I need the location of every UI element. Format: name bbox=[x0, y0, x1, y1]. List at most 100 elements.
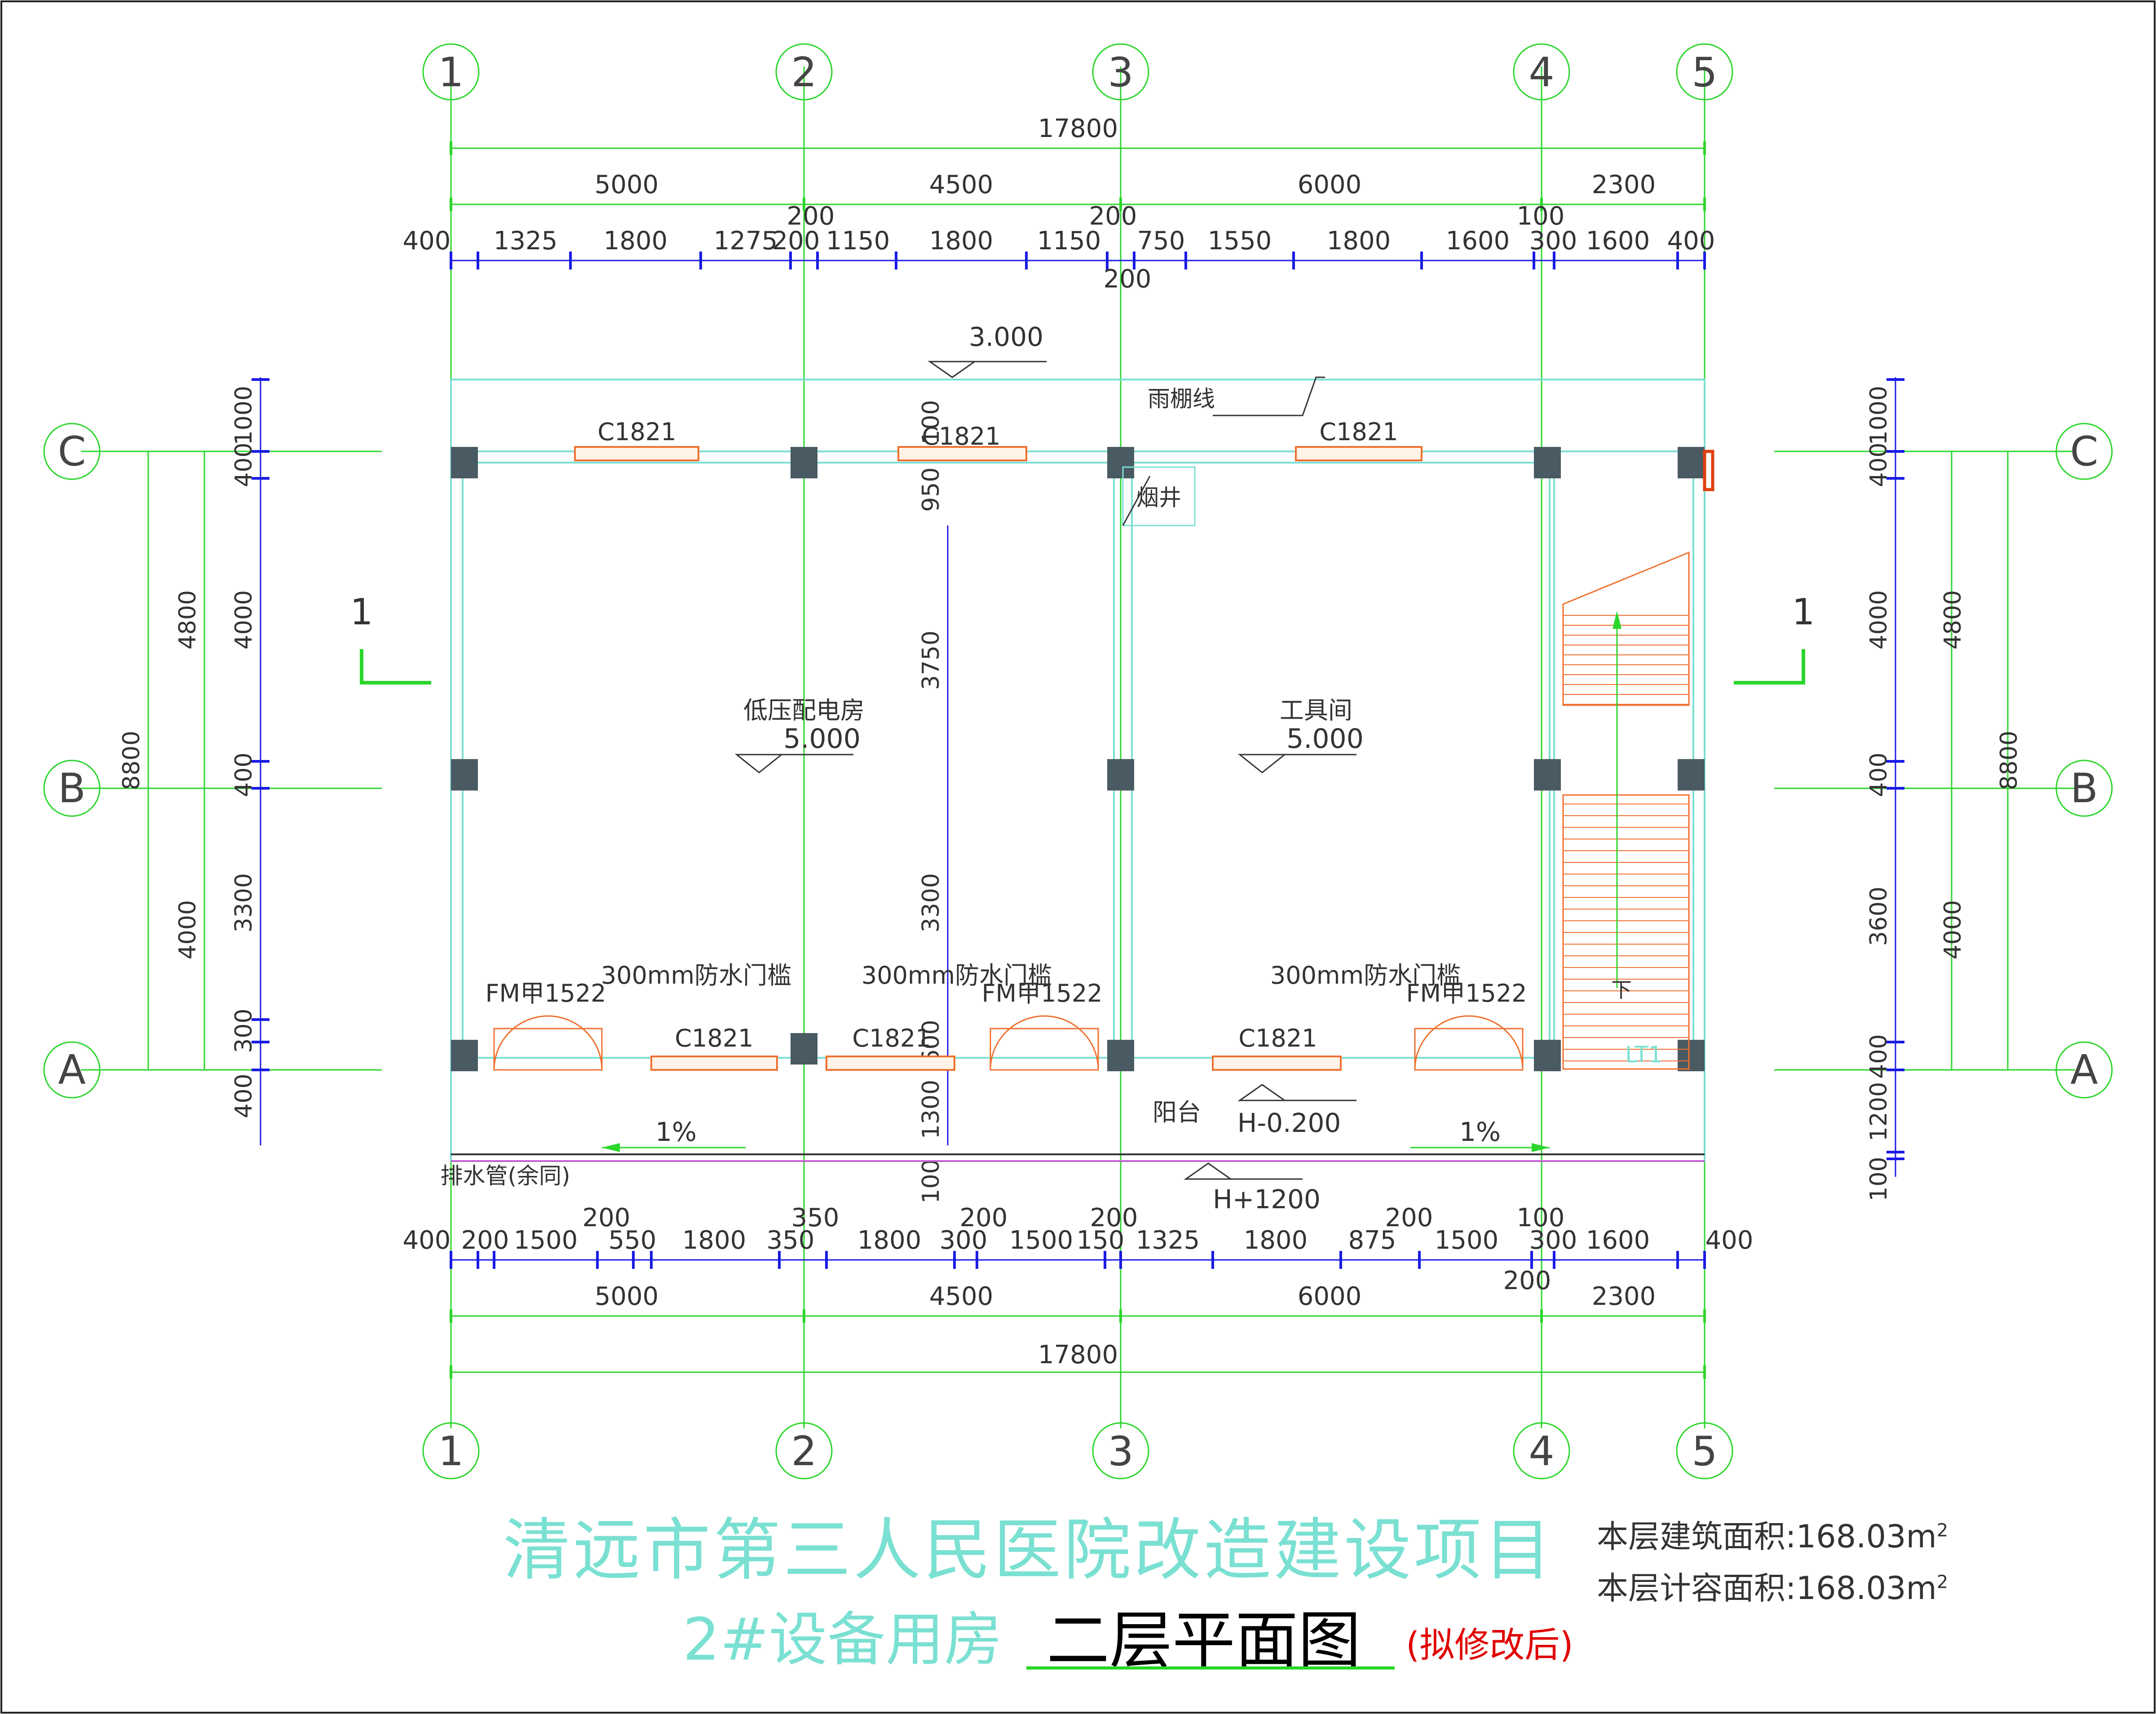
dim-overall-top: 17800 bbox=[1038, 114, 1118, 143]
dim-mid-d6: 1300 bbox=[918, 1080, 945, 1139]
dim-bot-x2: 350 bbox=[791, 1203, 839, 1232]
dim-left-bay-1: 4800 bbox=[174, 590, 201, 649]
dim-right-d6: 400 bbox=[1865, 1034, 1892, 1078]
dim-bot-d11: 1325 bbox=[1136, 1226, 1200, 1255]
dim-right-d1: 400 bbox=[1865, 442, 1892, 487]
dim-bot-d14: 1500 bbox=[1435, 1226, 1499, 1255]
threshold-label: 300mm防水门槛 bbox=[601, 961, 791, 990]
slope-arrow-icon bbox=[602, 1143, 620, 1152]
dim-top-x1: 200 bbox=[787, 202, 835, 231]
dim-top-d7: 1800 bbox=[929, 226, 994, 256]
dim-bot-d3: 1500 bbox=[514, 1226, 578, 1255]
dim-bot-d9: 1500 bbox=[1009, 1226, 1074, 1255]
dimension-ticks bbox=[252, 252, 1904, 1269]
main-dimension-ticks bbox=[450, 141, 1706, 1379]
dim-left-d2: 1000 bbox=[230, 386, 257, 445]
room-label-right: 工具间 bbox=[1280, 696, 1352, 724]
dim-bot-d4: 550 bbox=[609, 1226, 657, 1255]
threshold-label: 300mm防水门槛 bbox=[862, 961, 1052, 990]
plot-area-label: 本层计容面积: bbox=[1597, 1570, 1796, 1607]
detail-dimension-lines bbox=[260, 260, 1896, 1261]
axis-label-5-top: 5 bbox=[1692, 49, 1717, 96]
axis-label-A-left: A bbox=[58, 1047, 86, 1094]
axis-label-4-top: 4 bbox=[1529, 49, 1554, 96]
dim-top-d12: 1600 bbox=[1446, 226, 1510, 256]
axis-label-1-bottom: 1 bbox=[438, 1428, 464, 1475]
slope-right: 1% bbox=[1459, 1117, 1501, 1147]
dim-top-d10: 1550 bbox=[1208, 226, 1272, 256]
balcony-level: H-0.200 bbox=[1237, 1108, 1341, 1138]
dim-bay-top-3: 6000 bbox=[1298, 170, 1362, 199]
axis-label-A-right: A bbox=[2070, 1047, 2098, 1094]
dim-top-d8: 1150 bbox=[1037, 226, 1101, 256]
dim-bot-d7: 1800 bbox=[857, 1226, 922, 1255]
dim-bot-x1: 200 bbox=[583, 1203, 631, 1232]
canopy-line-label: 雨棚线 bbox=[1148, 386, 1215, 412]
doors bbox=[493, 1015, 1524, 1071]
dim-bay-bot-4: 2300 bbox=[1592, 1282, 1656, 1311]
building-area-label: 本层建筑面积: bbox=[1597, 1518, 1796, 1555]
dim-top-x2: 200 bbox=[1089, 202, 1137, 231]
window-label: C1821 bbox=[1238, 1024, 1317, 1052]
title-underline bbox=[1026, 1666, 1395, 1670]
door-label: FM甲1522 bbox=[1406, 979, 1527, 1007]
dim-bot-x4: 200 bbox=[1090, 1203, 1138, 1232]
canopy-level: 3.000 bbox=[969, 322, 1043, 352]
area-unit-sup: 2 bbox=[1936, 1572, 1948, 1593]
dim-bot-d12: 1800 bbox=[1244, 1226, 1308, 1255]
revision-note: (拟修改后) bbox=[1406, 1625, 1573, 1665]
dim-bot-x7: 200 bbox=[1503, 1266, 1551, 1295]
axis-label-2-bottom: 2 bbox=[791, 1428, 817, 1475]
dim-bot-d8: 300 bbox=[940, 1226, 988, 1255]
door-label: FM甲1522 bbox=[981, 979, 1102, 1007]
dim-top-d2: 1325 bbox=[494, 226, 558, 256]
dim-right-bay-1: 4800 bbox=[1940, 590, 1966, 649]
dim-top-d11: 1800 bbox=[1327, 226, 1391, 256]
section-label-left: 1 bbox=[350, 591, 373, 633]
dim-bay-bot-1: 5000 bbox=[595, 1282, 659, 1311]
window-label: C1821 bbox=[852, 1024, 931, 1052]
dim-top-d3: 1800 bbox=[604, 226, 668, 256]
room-level-right: 5.000 bbox=[1286, 723, 1364, 755]
chimney-shaft bbox=[1122, 466, 1196, 526]
dim-right-d2: 1000 bbox=[1865, 386, 1892, 445]
section-label-right: 1 bbox=[1792, 591, 1815, 633]
dim-bot-d5: 1800 bbox=[682, 1226, 747, 1255]
axis-label-4-bottom: 4 bbox=[1529, 1428, 1554, 1475]
window-label: C1821 bbox=[675, 1024, 753, 1052]
dim-top-d5: 200 bbox=[772, 226, 820, 256]
dim-left-d6: 300 bbox=[230, 1008, 257, 1053]
dim-left-d5: 3300 bbox=[230, 873, 257, 932]
dim-right-d5: 3600 bbox=[1865, 887, 1892, 946]
dim-right-d4: 400 bbox=[1865, 752, 1892, 797]
dim-left-d7: 400 bbox=[230, 1073, 257, 1118]
dim-left-bay-2: 4000 bbox=[174, 900, 201, 959]
stair-treads bbox=[1563, 615, 1689, 1061]
dim-bay-bot-2: 4500 bbox=[929, 1282, 994, 1311]
axis-label-1-top: 1 bbox=[438, 49, 464, 96]
threshold-label: 300mm防水门槛 bbox=[1270, 961, 1461, 990]
level-markers bbox=[734, 361, 1356, 1180]
axis-bubbles bbox=[43, 43, 2113, 1480]
dim-mid-d2: 950 bbox=[918, 467, 945, 512]
dim-top-d9: 750 bbox=[1137, 226, 1185, 256]
structural-columns bbox=[451, 447, 1705, 1071]
column-marker bbox=[1703, 450, 1714, 491]
dim-mid-d1: 100 bbox=[918, 400, 945, 444]
building-area: 本层建筑面积:168.03m2 bbox=[1597, 1511, 1948, 1557]
dim-left-d4: 400 bbox=[230, 752, 257, 797]
axis-label-C-left: C bbox=[58, 428, 86, 475]
room-level-left: 5.000 bbox=[783, 723, 861, 755]
dim-top-d4: 1275 bbox=[714, 226, 778, 256]
dim-left-d1: 400 bbox=[230, 442, 257, 487]
dim-bot-d16: 1600 bbox=[1586, 1226, 1650, 1255]
axis-label-B-left: B bbox=[58, 765, 86, 812]
window-label: C1821 bbox=[1319, 418, 1398, 446]
dim-mid-d3: 3750 bbox=[918, 631, 945, 690]
dim-bot-x3: 200 bbox=[960, 1203, 1008, 1232]
building-name: 2#设备用房 bbox=[683, 1605, 1003, 1674]
dim-bay-top-1: 5000 bbox=[595, 170, 659, 199]
dim-bot-d10: 150 bbox=[1077, 1226, 1125, 1255]
chimney-label: 烟井 bbox=[1136, 485, 1181, 511]
